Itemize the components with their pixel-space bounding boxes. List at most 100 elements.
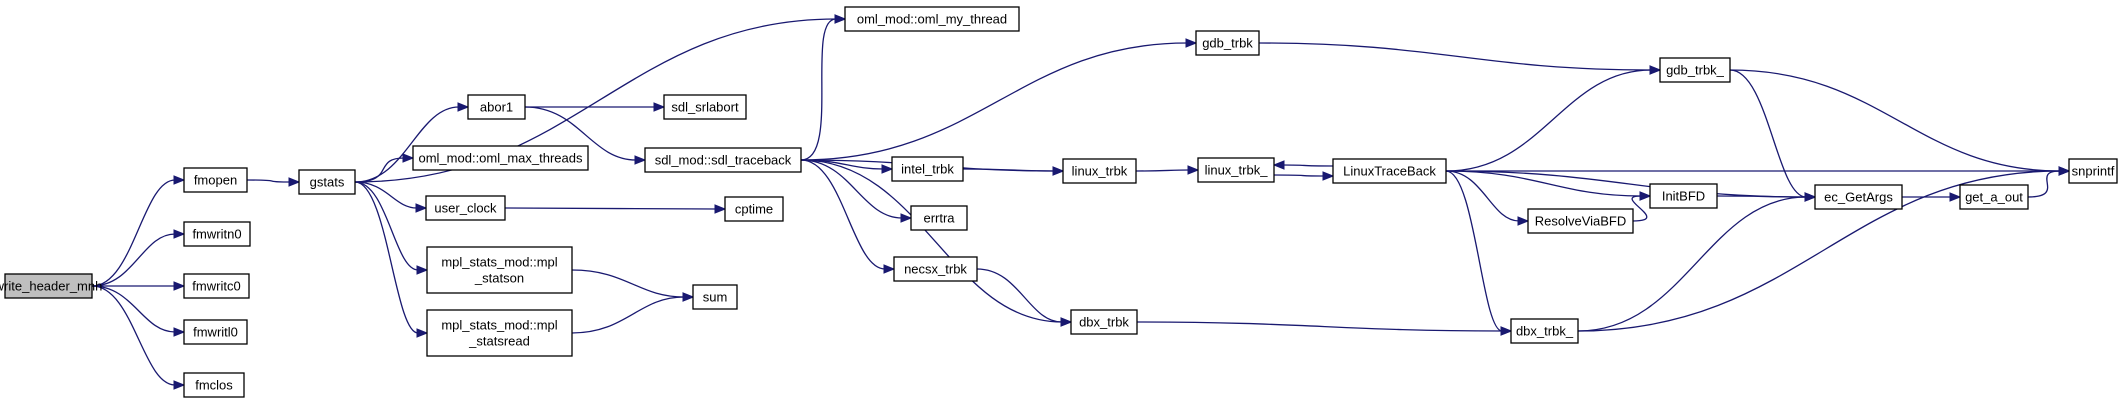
node-abor1[interactable]: abor1 — [467, 94, 526, 120]
node-box — [663, 94, 747, 120]
node-gdb_trbk[interactable]: gdb_trbk — [1195, 30, 1260, 56]
node-label: oml_mod::oml_my_thread — [857, 12, 1007, 27]
node-label: oml_mod::oml_max_threads — [418, 151, 583, 166]
node-label: sdl_srlabort — [671, 100, 739, 115]
arrowhead-icon — [173, 327, 186, 337]
node-necsx_trbk[interactable]: necsx_trbk — [893, 256, 978, 282]
call-graph-nodes: write_header_mnh fmopen fmwritn0 fmwritc0 fm… — [0, 6, 2118, 398]
edge-gstats-to-user_clock — [354, 181, 418, 209]
node-box — [1510, 318, 1579, 344]
edge-get_a_out-to-snprintf — [2027, 170, 2061, 198]
node-linux_trbk_[interactable]: linux_trbk_ — [1197, 157, 1275, 183]
arrowhead-icon — [173, 229, 186, 239]
node-fmopen[interactable]: fmopen — [183, 167, 248, 193]
node-box — [412, 145, 589, 171]
edge-gdb_trbk_-to-snprintf — [1729, 69, 2061, 172]
node-label: LinuxTraceBack — [1343, 164, 1436, 179]
edge-InitBFD-to-ec_GetArgs — [1716, 195, 1807, 198]
node-box — [893, 256, 978, 282]
node-box — [1062, 158, 1137, 184]
edge-user_clock-to-cptime — [504, 207, 717, 210]
node-box — [183, 372, 245, 398]
edge-LinuxTraceBack-to-dbx_trbk_ — [1445, 170, 1503, 332]
node-snprintf[interactable]: snprintf — [2068, 158, 2118, 184]
node-label: gstats — [310, 175, 345, 190]
node-get_a_out[interactable]: get_a_out — [1959, 184, 2029, 210]
node-box — [2068, 158, 2118, 184]
node-fmwritn0[interactable]: fmwritn0 — [183, 221, 251, 247]
node-label: dbx_trbk_ — [1516, 324, 1574, 339]
node-box — [1195, 30, 1260, 56]
node-fmclos[interactable]: fmclos — [183, 372, 245, 398]
arrowhead-icon — [1322, 171, 1335, 181]
node-box — [183, 167, 248, 193]
node-fmwritl0[interactable]: fmwritl0 — [183, 319, 248, 345]
node-label: fmclos — [195, 378, 233, 393]
arrowhead-icon — [173, 281, 186, 291]
node-oml_my_thread[interactable]: oml_mod::oml_my_thread — [844, 6, 1020, 32]
node-fmwritc0[interactable]: fmwritc0 — [183, 273, 250, 299]
node-ResolveViaBFD[interactable]: ResolveViaBFD — [1527, 208, 1634, 234]
edge-dbx_trbk_-to-ec_GetArgs — [1577, 196, 1807, 332]
edge-mpl_statsread-to-sum — [571, 296, 685, 334]
node-LinuxTraceBack[interactable]: LinuxTraceBack — [1332, 158, 1447, 184]
node-box — [910, 205, 968, 231]
node-box — [1332, 158, 1447, 184]
arrowhead-icon — [1060, 317, 1073, 327]
arrowhead-icon — [900, 213, 913, 223]
node-box — [1959, 184, 2029, 210]
edge-LinuxTraceBack-to-linux_trbk_ — [1282, 164, 1334, 167]
edge-linux_trbk_-to-LinuxTraceBack — [1273, 174, 1325, 177]
edge-intel_trbk-to-linux_trbk — [962, 168, 1055, 172]
node-label: get_a_out — [1965, 190, 2023, 205]
node-box — [183, 319, 248, 345]
node-mpl_statson[interactable]: mpl_stats_mod::mpl_statson — [426, 246, 573, 294]
node-box — [426, 246, 573, 294]
node-InitBFD[interactable]: InitBFD — [1649, 183, 1718, 209]
node-oml_max_threads[interactable]: oml_mod::oml_max_threads — [412, 145, 589, 171]
arrowhead-icon — [653, 102, 666, 112]
arrowhead-icon — [173, 380, 186, 390]
edge-sdl_traceback-to-dbx_trbk — [800, 159, 1063, 323]
node-cptime[interactable]: cptime — [724, 196, 784, 222]
node-gdb_trbk_[interactable]: gdb_trbk_ — [1659, 57, 1731, 83]
node-dbx_trbk_[interactable]: dbx_trbk_ — [1510, 318, 1579, 344]
edge-abor1-to-sdl_traceback — [524, 106, 637, 161]
node-label: ResolveViaBFD — [1535, 214, 1627, 229]
node-label: sum — [703, 290, 728, 305]
arrowhead-icon — [1187, 165, 1200, 175]
edge-write_header_mnh-to-fmclos — [91, 285, 176, 386]
node-ec_GetArgs[interactable]: ec_GetArgs — [1814, 184, 1903, 210]
node-label: write_header_mnh — [0, 279, 102, 294]
node-write_header_mnh[interactable]: write_header_mnh — [0, 273, 102, 299]
arrowhead-icon — [881, 164, 894, 174]
node-sum[interactable]: sum — [692, 284, 738, 310]
node-mpl_statsread[interactable]: mpl_stats_mod::mpl_statsread — [426, 309, 573, 357]
node-gstats[interactable]: gstats — [298, 169, 356, 195]
node-label: fmopen — [194, 173, 237, 188]
edge-linux_trbk-to-linux_trbk_ — [1135, 169, 1190, 172]
node-errtra[interactable]: errtra — [910, 205, 968, 231]
node-sdl_srlabort[interactable]: sdl_srlabort — [663, 94, 747, 120]
node-user_clock[interactable]: user_clock — [425, 195, 506, 221]
arrowhead-icon — [634, 155, 647, 165]
node-label: linux_trbk — [1072, 164, 1128, 179]
edge-LinuxTraceBack-to-gdb_trbk_ — [1445, 69, 1652, 172]
edge-sdl_traceback-to-errtra — [800, 159, 903, 219]
node-label: necsx_trbk — [904, 262, 967, 277]
arrowhead-icon — [682, 292, 695, 302]
arrowhead-icon — [2058, 166, 2071, 176]
node-linux_trbk[interactable]: linux_trbk — [1062, 158, 1137, 184]
edge-dbx_trbk_-to-snprintf — [1577, 170, 2061, 332]
edge-sdl_traceback-to-oml_my_thread — [800, 18, 837, 161]
node-dbx_trbk[interactable]: dbx_trbk — [1070, 309, 1138, 335]
edge-write_header_mnh-to-fmwritn0 — [91, 233, 176, 287]
node-sdl_traceback[interactable]: sdl_mod::sdl_traceback — [644, 147, 802, 173]
call-graph-edges — [91, 14, 2071, 390]
node-label: snprintf — [2072, 164, 2115, 179]
node-intel_trbk[interactable]: intel_trbk — [891, 156, 964, 182]
edge-write_header_mnh-to-fmwritl0 — [91, 285, 176, 333]
node-box — [426, 309, 573, 357]
node-box — [1197, 157, 1275, 183]
node-box — [183, 221, 251, 247]
